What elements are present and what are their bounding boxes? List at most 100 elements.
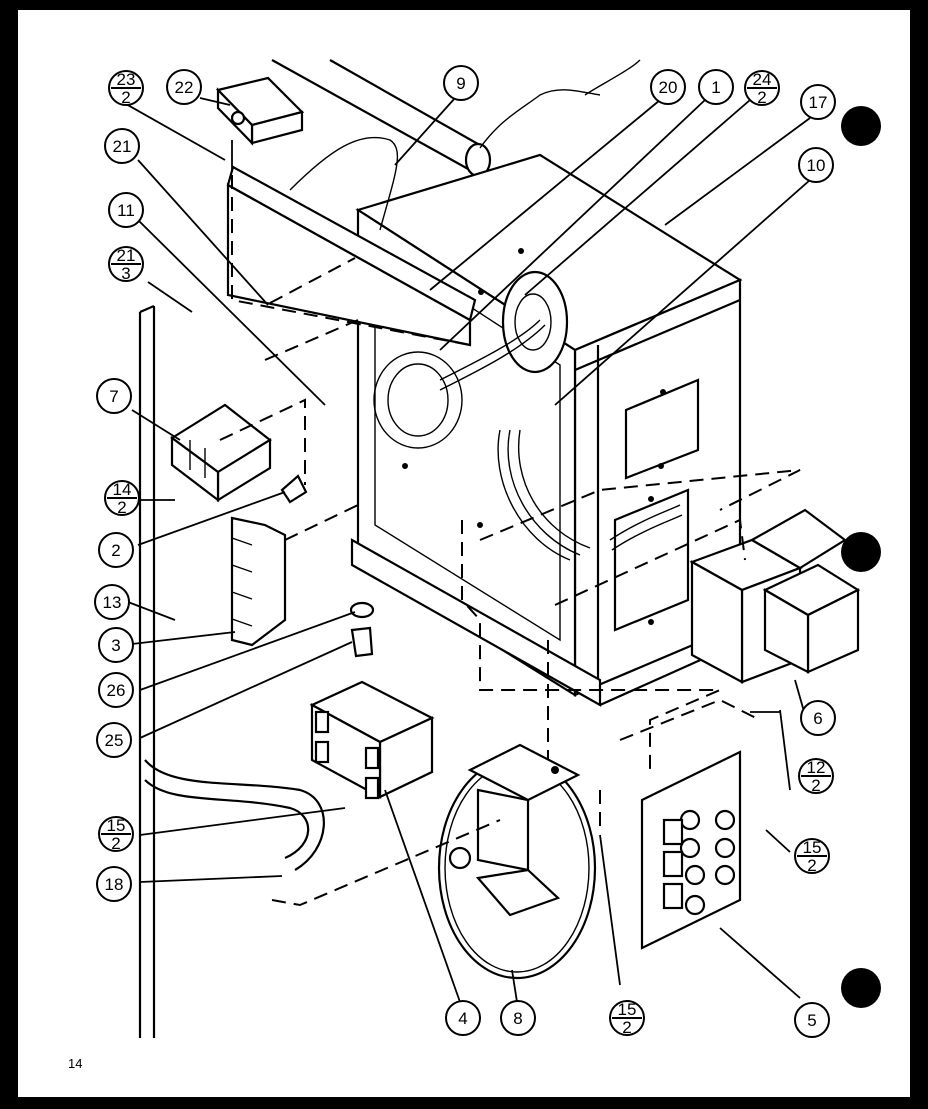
part-washer-26 [349,601,375,619]
callout-quantity: 2 [111,834,120,853]
callout-number: 3 [111,636,120,655]
mounting-plate [226,165,477,347]
callout-c12: 122 [798,758,834,795]
callout-circle [445,1000,481,1036]
callout-circle [108,192,144,228]
registration-dot-bottom [841,968,881,1008]
callout-number: 12 [807,758,826,777]
callout-circle [94,584,130,620]
part-switch-panel-5 [640,750,742,950]
callout-c5: 5 [794,1002,830,1038]
callout-circle [798,147,834,183]
callout-c6: 6 [800,700,836,736]
callout-c8: 8 [500,1000,536,1036]
callout-number: 7 [109,387,118,406]
callout-number: 21 [117,246,136,265]
callout-c21: 21 [104,128,140,164]
callout-circle [794,1002,830,1038]
callout-number: 8 [513,1009,522,1028]
callout-number: 14 [113,480,132,499]
callout-circle [698,69,734,105]
callout-number: 11 [117,201,135,220]
callout-number: 24 [753,70,772,89]
callout-c1: 1 [698,69,734,105]
callout-number: 15 [618,1000,637,1019]
callout-c23: 232 [108,70,144,107]
callout-number: 18 [105,875,124,894]
callout-quantity: 2 [622,1018,631,1037]
callout-circle [443,65,479,101]
callout-number: 15 [803,838,822,857]
callout-c9: 9 [443,65,479,101]
callout-c20: 20 [650,69,686,105]
callout-number: 15 [107,816,126,835]
callout-number: 26 [107,681,126,700]
wire-harness-top [584,59,641,96]
part-terminal-block-3 [230,516,287,647]
callout-circle [166,69,202,105]
callout-number: 21 [113,137,132,156]
part-relay-4 [309,680,435,800]
callout-number: 23 [117,70,136,89]
callout-quantity: 2 [811,776,820,795]
callout-circle [500,1000,536,1036]
leader-lines [125,97,811,1003]
callout-circle [98,532,134,568]
callout-number: 10 [807,156,826,175]
assembly-dashed-lines [219,175,801,907]
part-wire-nut-2 [280,474,308,504]
callout-c21b: 213 [108,246,144,283]
callout-circle [800,84,836,120]
callout-circle [96,866,132,902]
callout-c24: 242 [744,70,780,107]
callout-c22: 22 [166,69,202,105]
callout-circle [96,722,132,758]
callout-c17: 17 [800,84,836,120]
callout-number: 22 [175,78,194,97]
callout-circle [104,128,140,164]
callout-quantity: 2 [757,88,766,107]
callout-c15a: 152 [98,816,134,853]
callout-quantity: 3 [121,264,130,283]
top-duct [271,59,492,178]
callout-quantity: 2 [117,498,126,517]
callout-c15c: 152 [609,1000,645,1037]
cabinet-side-rail [138,304,156,1038]
part-pressure-switch-8 [437,743,597,980]
callout-c10: 10 [798,147,834,183]
part-relay-7 [170,403,272,503]
callout-number: 9 [456,74,465,93]
callout-number: 6 [813,709,822,728]
part-transformer-6 [689,508,861,684]
callout-c18: 18 [96,866,132,902]
part-switch-22 [215,76,305,172]
callout-c25: 25 [96,722,132,758]
callout-quantity: 2 [807,856,816,875]
wire-harness-9 [289,136,399,231]
callout-number: 4 [458,1009,467,1028]
page-number: 14 [68,1056,82,1071]
callout-number: 20 [659,78,678,97]
part-bushing-25 [350,626,374,658]
callout-circle [96,378,132,414]
callout-c11: 11 [108,192,144,228]
callout-c3: 3 [98,627,134,663]
callout-c15b: 152 [794,838,830,875]
control-box [350,153,746,707]
callout-number: 17 [809,93,828,112]
callout-quantity: 2 [121,88,130,107]
callout-circle [98,627,134,663]
callout-circle [98,672,134,708]
registration-dot-top [841,106,881,146]
callout-circle [800,700,836,736]
callout-c26: 26 [98,672,134,708]
callout-c4: 4 [445,1000,481,1036]
callout-c2: 2 [98,532,134,568]
callout-number: 25 [105,731,124,750]
callout-number: 1 [711,78,720,97]
callout-number: 5 [807,1011,816,1030]
callout-circle [650,69,686,105]
